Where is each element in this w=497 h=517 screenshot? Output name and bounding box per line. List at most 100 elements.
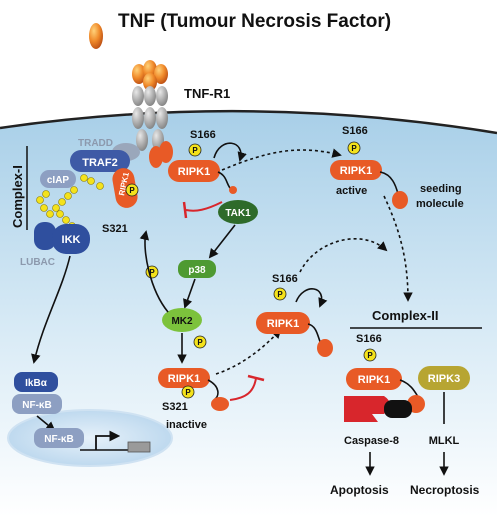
phospho-mk2-lower bbox=[193, 335, 207, 349]
receptor-segment bbox=[144, 107, 156, 129]
receptor-segment bbox=[144, 86, 156, 106]
nfkb-nuclear-label: NF-κB bbox=[44, 434, 73, 445]
phospho-label: P bbox=[149, 268, 155, 277]
arrow-tak1-p38 bbox=[208, 224, 236, 259]
complex-ii-label: Complex-II bbox=[372, 308, 438, 323]
phospho-s166-4 bbox=[363, 348, 377, 362]
diagram-title: TNF (Tumour Necrosis Factor) bbox=[118, 11, 391, 32]
ciap-label: cIAP bbox=[47, 175, 70, 186]
traf2-label: TRAF2 bbox=[82, 157, 117, 169]
s166-label-2: S166 bbox=[272, 273, 298, 285]
ripk1-1 bbox=[168, 160, 220, 182]
s321-label-inactive: S321 bbox=[162, 401, 188, 413]
receptor-death-domain bbox=[159, 141, 173, 163]
phospho-label: P bbox=[185, 388, 191, 397]
mlkl-label: MLKL bbox=[429, 435, 460, 447]
necroptosis-label: Necroptosis bbox=[410, 483, 480, 497]
ripk3 bbox=[418, 366, 470, 390]
mk2 bbox=[162, 308, 202, 332]
ikk bbox=[52, 224, 90, 254]
seeding-label-2: molecule bbox=[416, 198, 464, 210]
ripk1-inactive-label: RIPK1 bbox=[168, 373, 200, 385]
ripk1-inactive-tail bbox=[211, 397, 229, 411]
apoptosis-label: Apoptosis bbox=[330, 483, 389, 497]
s166-label-3: S166 bbox=[342, 125, 368, 137]
arrow-mk2-ripk1-s321 bbox=[139, 230, 169, 313]
receptor-segment bbox=[132, 107, 144, 129]
nucleus bbox=[7, 409, 173, 467]
nfkb-nuclear bbox=[34, 428, 84, 448]
receptor-segment bbox=[156, 107, 168, 129]
receptor-label: TNF-R1 bbox=[184, 86, 230, 101]
ripk1-active-label: RIPK1 bbox=[340, 165, 372, 177]
phospho-label: P bbox=[277, 290, 283, 299]
phospho-s321-tilted bbox=[125, 183, 139, 197]
caspase-8-label: Caspase-8 bbox=[344, 435, 399, 447]
complex-i: Complex-I TRADD TRAF2 cIAP IKK LUBAC bbox=[10, 138, 140, 268]
ripk1-complex-ii bbox=[346, 368, 402, 390]
ripk1-inactive: RIPK1 P S321 inactive bbox=[158, 368, 229, 431]
ikk-label: IKK bbox=[62, 234, 81, 246]
ripk1-complex-i-tilted: RIPK1 P S321 bbox=[102, 168, 139, 235]
caspase-8 bbox=[344, 396, 390, 422]
ripk3-label: RIPK3 bbox=[428, 373, 460, 385]
s166-label-4: S166 bbox=[356, 333, 382, 345]
tnf-ligand-icon bbox=[89, 23, 103, 49]
ciap bbox=[40, 170, 76, 188]
phospho-label: P bbox=[351, 144, 357, 153]
s321-label-tilted: S321 bbox=[102, 223, 128, 235]
nfkb-cytoplasmic-label: NF-κB bbox=[22, 400, 51, 411]
inhibition-tak1-ripk1 bbox=[185, 201, 223, 212]
p38 bbox=[178, 260, 216, 278]
phospho-label: P bbox=[367, 351, 373, 360]
p38-label: p38 bbox=[188, 265, 206, 276]
phospho-s166-3 bbox=[347, 141, 361, 155]
tradd-label: TRADD bbox=[78, 138, 113, 149]
plasma-membrane bbox=[0, 109, 497, 135]
s166-label-1: S166 bbox=[190, 129, 216, 141]
ripk1-active-tail bbox=[392, 191, 408, 209]
tak1-label: TAK1 bbox=[225, 208, 251, 219]
ripk1-complex-ii-label: RIPK1 bbox=[358, 374, 390, 386]
dotted-arrow-middle-complex-ii bbox=[299, 238, 388, 273]
ikba bbox=[14, 372, 58, 392]
ripk1-middle-body bbox=[256, 312, 310, 334]
phospho-s166-1 bbox=[188, 143, 202, 157]
tak1-linker-knob bbox=[229, 186, 237, 194]
phospho-s166-2 bbox=[273, 287, 287, 301]
arrow-nfkb-nucleus bbox=[36, 415, 56, 432]
ripk1-middle: S166 P RIPK1 bbox=[256, 273, 333, 357]
ripk1-1-label: RIPK1 bbox=[178, 166, 210, 178]
phospho-label: P bbox=[129, 186, 135, 195]
nfkb-cytoplasmic bbox=[12, 394, 62, 414]
ripk1-inactive-body bbox=[158, 368, 210, 388]
complex-ii: Complex-II S166 P RIPK1 RIPK3 Caspase-8 … bbox=[330, 308, 482, 497]
inhibition-inactive bbox=[229, 377, 257, 401]
receptor-segment bbox=[132, 86, 144, 106]
title-group: TNF (Tumour Necrosis Factor) bbox=[89, 11, 391, 49]
traf2 bbox=[70, 150, 130, 172]
mk2-label: MK2 bbox=[171, 316, 193, 327]
complex-i-label: Complex-I bbox=[10, 165, 25, 228]
target-gene bbox=[127, 441, 151, 453]
autophosphorylation-arrow-2 bbox=[295, 288, 328, 308]
receptor-segment bbox=[136, 129, 148, 151]
phospho-s321-inactive bbox=[181, 385, 195, 399]
ripk1-active-body bbox=[330, 160, 382, 180]
lubac-label: LUBAC bbox=[20, 257, 55, 268]
ripk1-active: S166 P RIPK1 active seeding molecule bbox=[330, 125, 464, 210]
ikba-label: IkBα bbox=[25, 378, 48, 389]
transcription-start-arrow bbox=[95, 430, 121, 450]
phospho-label: P bbox=[192, 146, 198, 155]
ripk1-middle-label: RIPK1 bbox=[267, 318, 299, 330]
seeding-label-1: seeding bbox=[420, 183, 462, 195]
tnf-receptor: TNF-R1 bbox=[132, 60, 230, 168]
ripk1-middle-tail bbox=[317, 339, 333, 357]
receptor-ligand-4 bbox=[143, 73, 157, 91]
ripk1-tilted bbox=[112, 168, 138, 208]
inhibition-bar-1 bbox=[182, 201, 188, 219]
receptor-segment bbox=[156, 86, 168, 106]
active-label: active bbox=[336, 185, 367, 197]
ripk1-complex-i: S166 P RIPK1 bbox=[168, 129, 247, 194]
